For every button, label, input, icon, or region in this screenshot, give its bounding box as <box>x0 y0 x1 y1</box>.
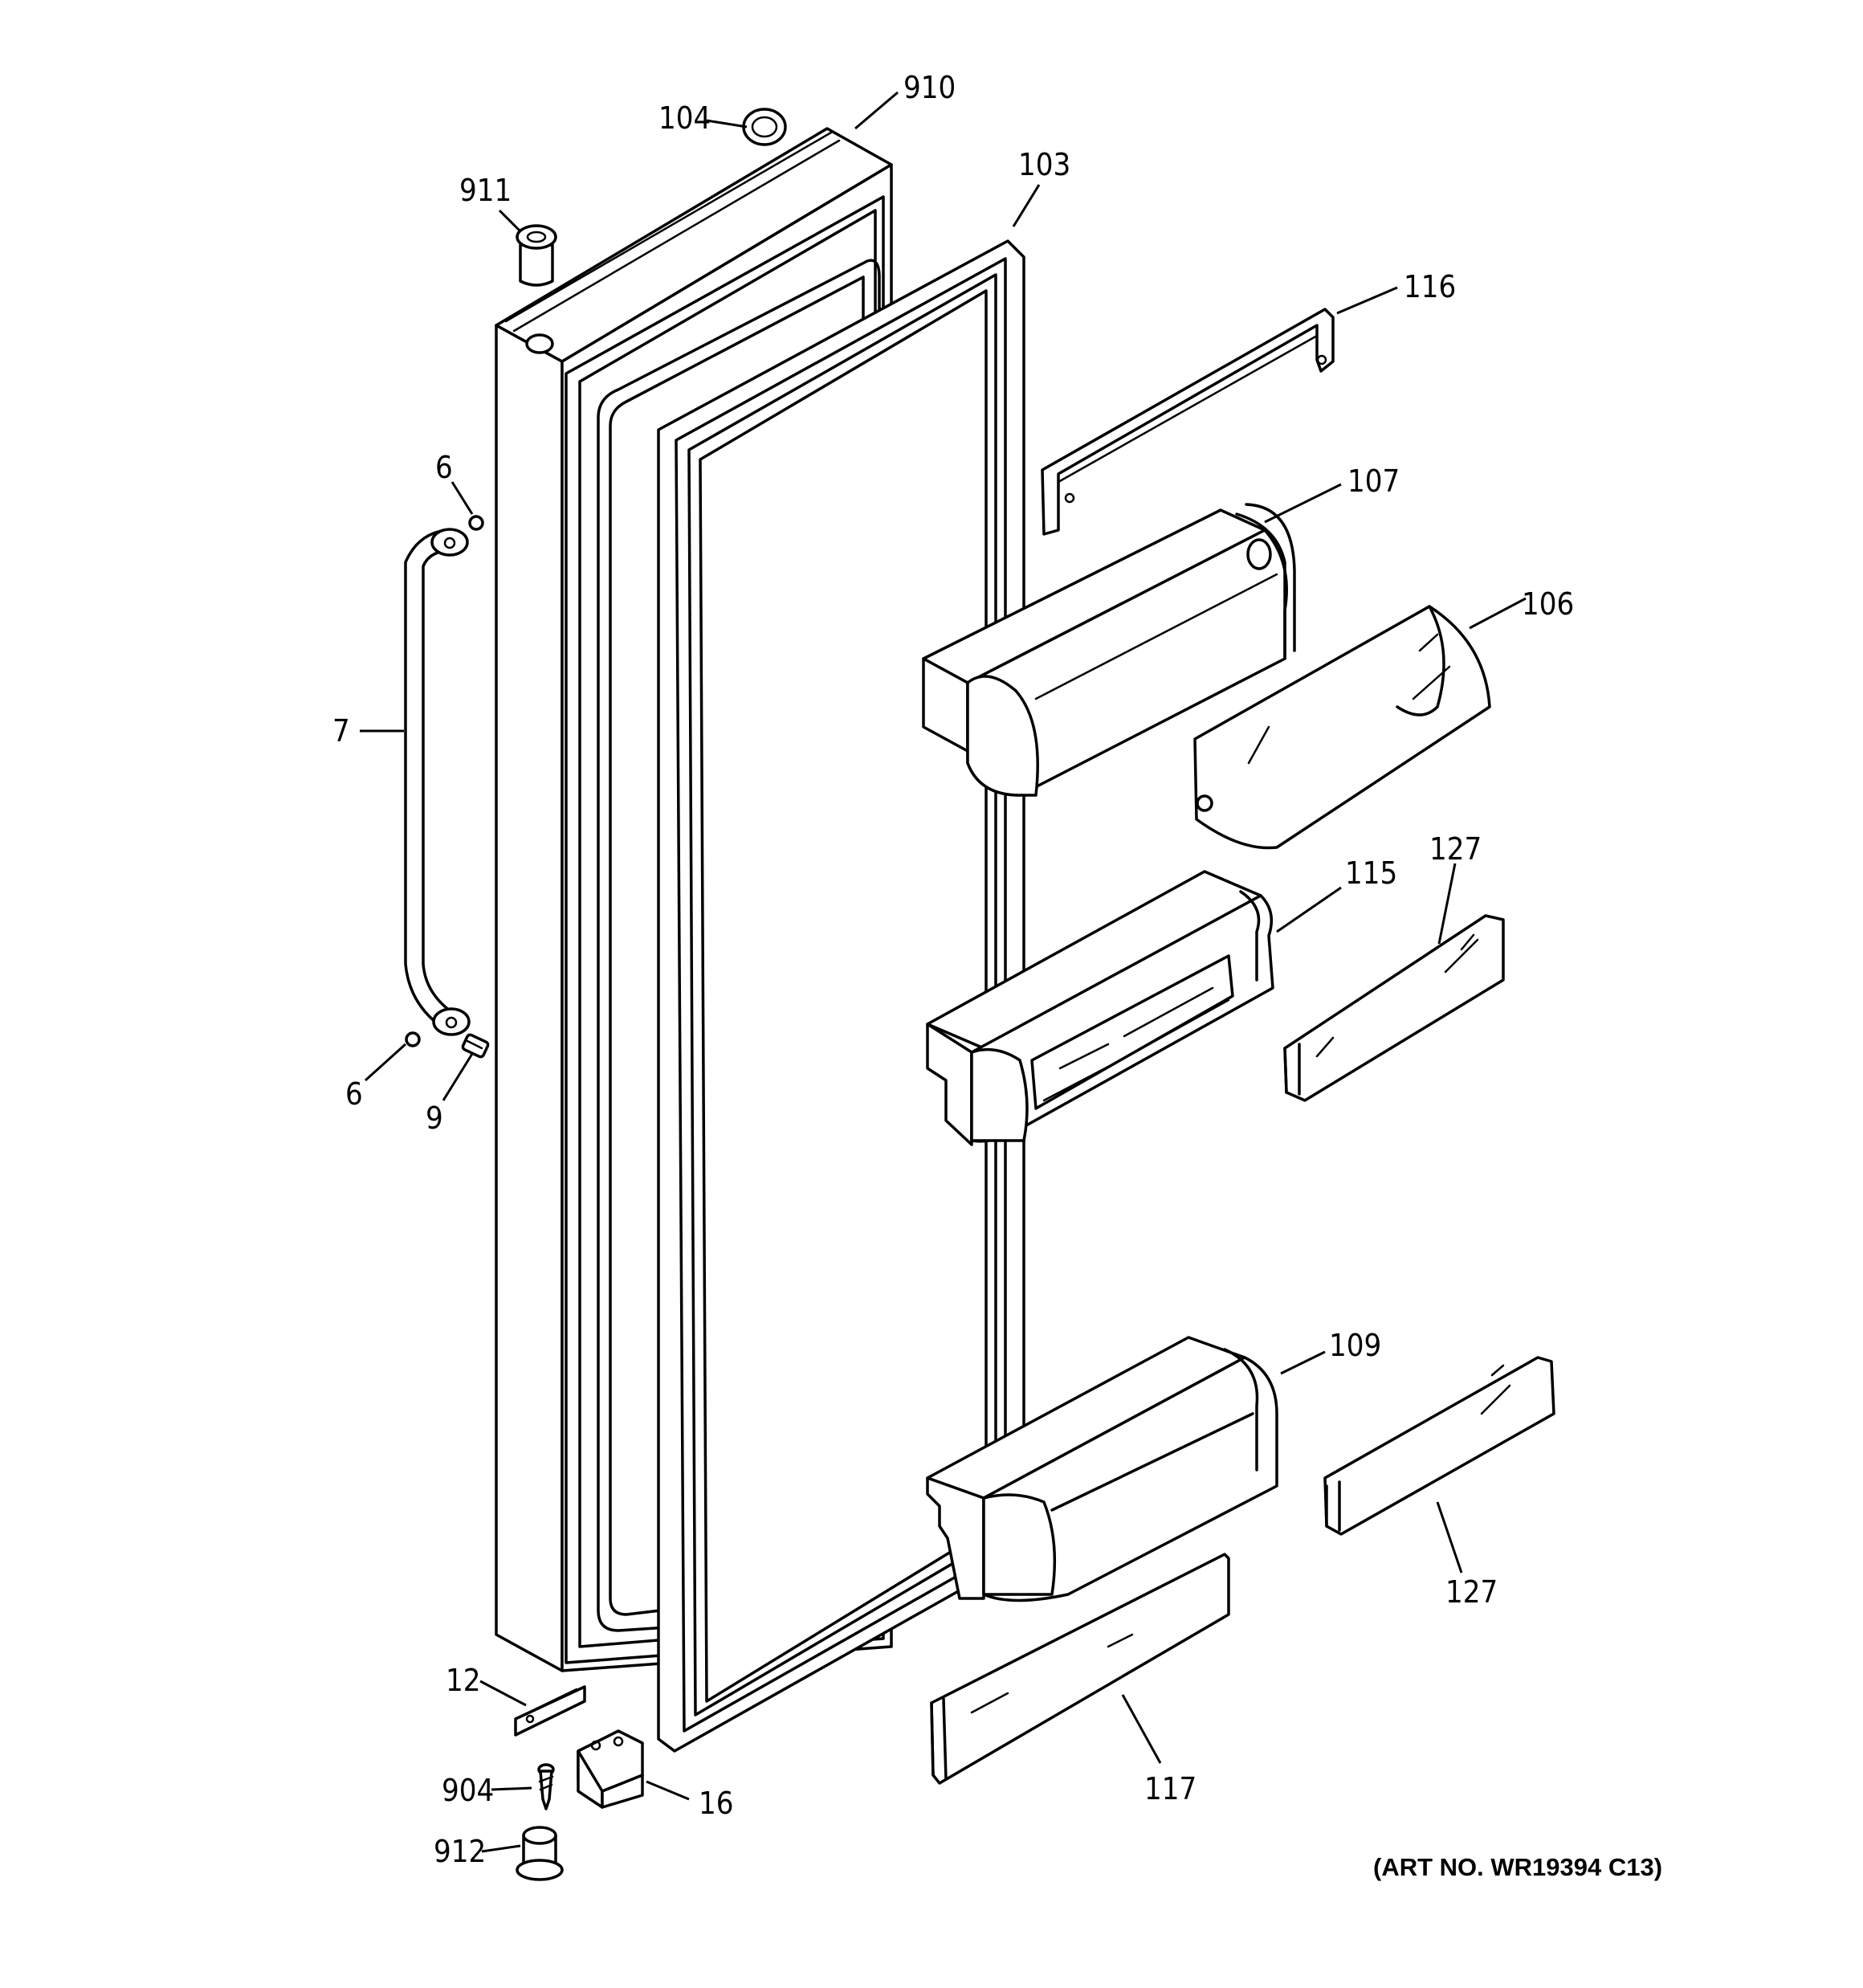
bin-cover-106 <box>1193 605 1491 850</box>
callout-116: 116 <box>1404 269 1456 304</box>
plug-104 <box>742 108 787 146</box>
callout-910: 910 <box>903 70 956 105</box>
callout-115: 115 <box>1345 855 1397 891</box>
leader-lines <box>360 91 1527 1853</box>
callout-16: 16 <box>699 1786 734 1821</box>
callout-109: 109 <box>1329 1328 1381 1363</box>
callout-904: 904 <box>442 1773 494 1808</box>
handle-stud-9 <box>461 1033 490 1059</box>
callout-6-top: 6 <box>435 450 453 485</box>
screw-6-top <box>468 515 484 531</box>
hinge-16 <box>577 1729 644 1809</box>
callout-106: 106 <box>1522 586 1574 622</box>
hinge-bracket-12 <box>514 1685 586 1737</box>
door-bin-115 <box>926 870 1274 1146</box>
bin-front-117 <box>930 1553 1230 1785</box>
bin-trim-116 <box>1041 308 1335 536</box>
screw-904 <box>537 1763 555 1810</box>
callout-117: 117 <box>1144 1771 1196 1806</box>
door-bin-109 <box>926 1336 1278 1602</box>
hinge-pin-912 <box>516 1826 564 1881</box>
door-handle <box>404 528 471 1036</box>
bin-trim-127-top <box>1283 914 1505 1102</box>
screw-6-bottom <box>405 1031 421 1047</box>
callout-103: 103 <box>1018 147 1070 182</box>
door-bin-107 <box>922 503 1296 797</box>
callout-912: 912 <box>434 1834 486 1869</box>
callout-107: 107 <box>1347 463 1400 499</box>
art-number: (ART NO. WR19394 C13) <box>1373 1853 1662 1881</box>
callout-127-bottom: 127 <box>1445 1574 1498 1610</box>
callout-9: 9 <box>426 1100 443 1136</box>
callout-911: 911 <box>459 173 512 208</box>
callout-127-top: 127 <box>1429 831 1482 867</box>
callout-6-bottom: 6 <box>345 1076 363 1112</box>
hinge-bushing-911 <box>516 224 557 287</box>
callout-12: 12 <box>446 1663 481 1698</box>
callout-7: 7 <box>332 713 350 749</box>
callout-labels: 104 910 911 103 116 6 107 106 7 115 127 … <box>332 70 1662 1881</box>
bin-trim-127-bottom <box>1323 1356 1555 1536</box>
callout-104: 104 <box>658 100 711 136</box>
